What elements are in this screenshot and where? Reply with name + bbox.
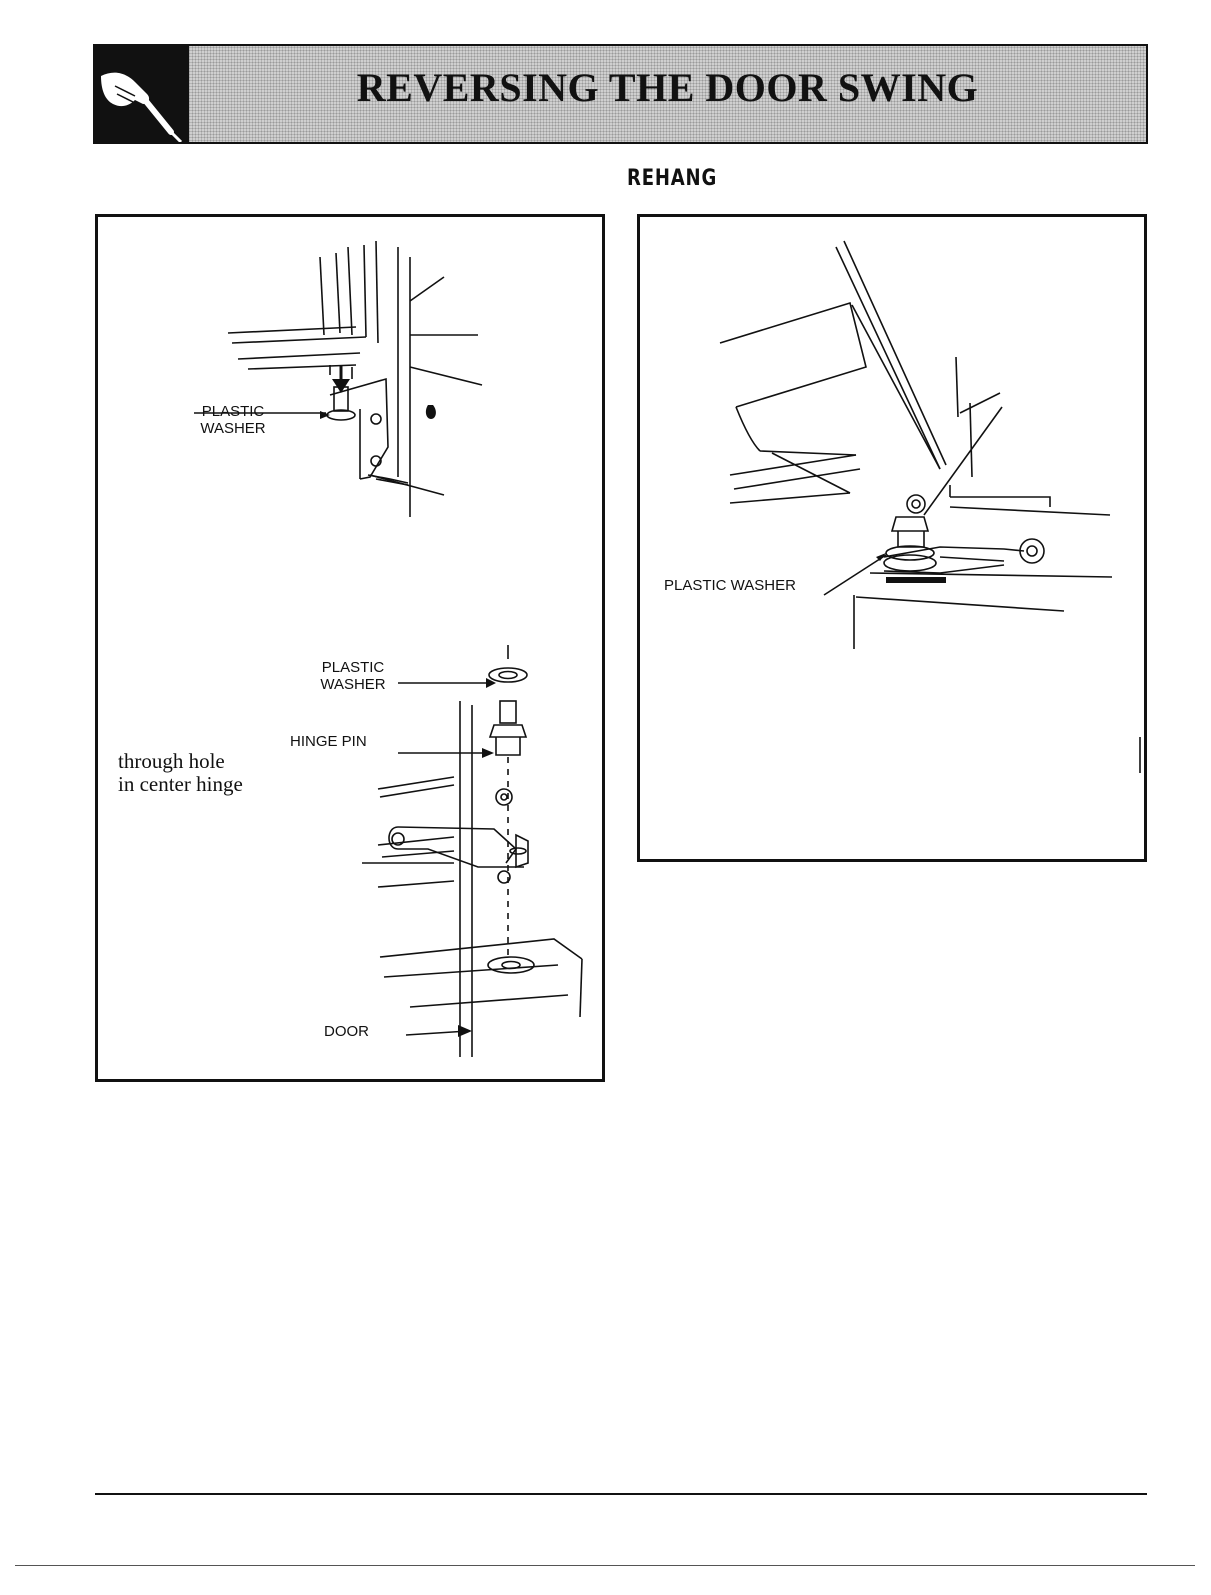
footer-rule-top <box>95 1493 1147 1495</box>
page-title: REVERSING THE DOOR SWING <box>189 64 1146 111</box>
label-plastic-washer-bottom: PLASTIC WASHER <box>308 659 398 693</box>
label-door: DOOR <box>324 1023 384 1040</box>
label-plastic-washer-top: PLASTIC WASHER <box>188 403 278 437</box>
hand-screwdriver-icon <box>95 46 189 142</box>
label-plastic-washer-right: PLASTIC WASHER <box>664 577 834 594</box>
section-heading: REHANG <box>627 166 717 191</box>
hinge-removal-illustration <box>98 217 602 1079</box>
footer-rule-bottom <box>15 1565 1195 1566</box>
figure-left-panel: PLASTIC WASHER PLASTIC WASHER HINGE PIN … <box>95 214 605 1082</box>
header-banner: REVERSING THE DOOR SWING <box>93 44 1148 144</box>
note-line-1: through hole <box>118 750 225 773</box>
label-hinge-pin: HINGE PIN <box>290 733 400 750</box>
hinge-rehang-illustration <box>640 217 1144 859</box>
figure-right-panel: PLASTIC WASHER <box>637 214 1147 862</box>
note-line-2: in center hinge <box>118 773 243 796</box>
